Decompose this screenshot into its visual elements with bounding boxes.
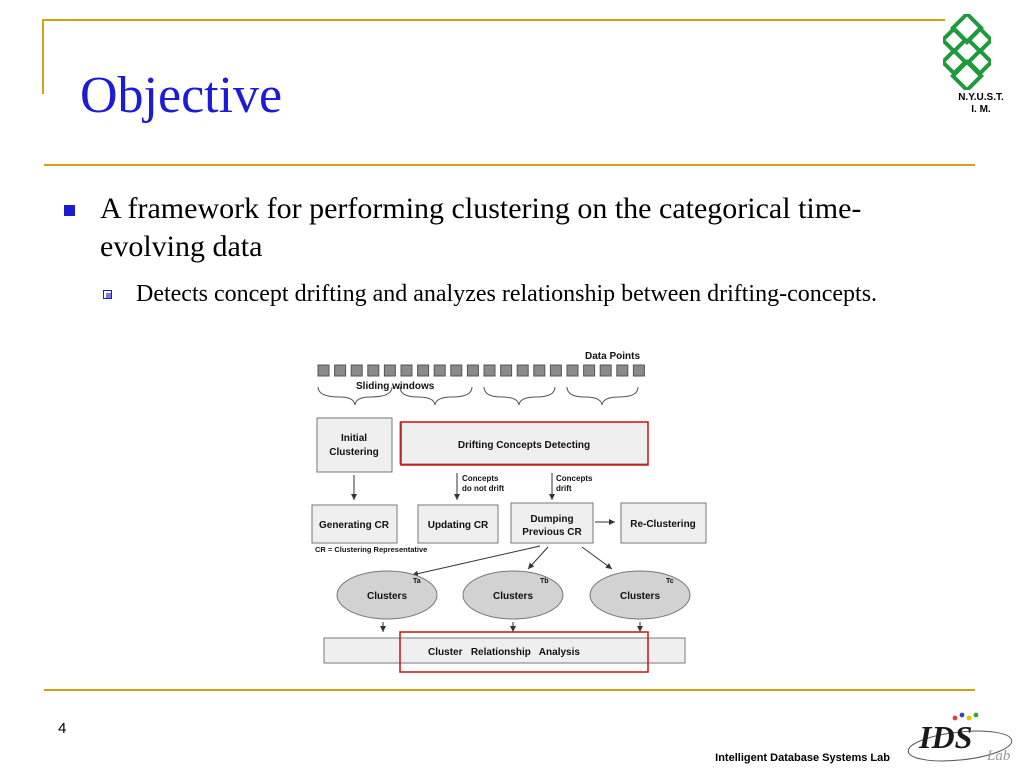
square-bullet-icon [64, 205, 75, 216]
data-point-square [583, 364, 596, 377]
arrow-to-cluster-b [527, 546, 549, 570]
drifting-detecting-label: Drifting Concepts Detecting [458, 440, 590, 451]
data-point-square [400, 364, 413, 377]
arrow-to-cluster-c [581, 546, 613, 570]
data-point-square [483, 364, 496, 377]
dumping-cr-line-2: Previous CR [522, 527, 582, 538]
cluster-b-ellipse [462, 570, 564, 620]
data-point-square [417, 364, 430, 377]
relationship-analysis-highlight [399, 631, 649, 673]
drift-label-2: drift [556, 484, 572, 493]
logo-main-text: IDS [918, 719, 972, 755]
relationship-analysis-label: Cluster Relationship Analysis [428, 647, 580, 658]
sliding-window-braces [317, 386, 639, 406]
university-emblem [943, 14, 991, 90]
initial-clustering-box [316, 417, 393, 473]
slide-title: Objective [80, 67, 283, 124]
cluster-b-tag: Tb [540, 578, 549, 585]
drifting-detecting-highlight [400, 421, 649, 466]
data-point-square [433, 364, 446, 377]
data-point-square [533, 364, 546, 377]
data-point-square [383, 364, 396, 377]
page-number: 4 [58, 720, 67, 737]
ids-lab-logo: IDS Lab [907, 712, 1013, 764]
cluster-c-ellipse [589, 570, 691, 620]
drifting-detecting-box [399, 421, 649, 465]
cluster-c-tag: Tc [666, 578, 674, 585]
initial-clustering-line-2: Clustering [329, 447, 378, 458]
footer-lab-name: Intelligent Database Systems Lab [715, 752, 890, 764]
data-point-square [599, 364, 612, 377]
data-point-square [632, 364, 645, 377]
data-point-square [616, 364, 629, 377]
data-point-square [350, 364, 363, 377]
cluster-b-label: Clusters [493, 591, 533, 602]
generating-cr-label: Generating CR [319, 520, 390, 531]
institution-line-2: I. M. [971, 104, 991, 115]
relationship-analysis-bar [323, 637, 686, 664]
data-point-square [566, 364, 579, 377]
institution-label: N.Y.U.S.T. I. M. [946, 92, 1016, 116]
updating-cr-label: Updating CR [428, 520, 489, 531]
hollow-square-bullet-icon [103, 290, 112, 299]
data-point-square [500, 364, 513, 377]
data-point-square [466, 364, 479, 377]
bullet-1-text: A framework for performing clustering on… [100, 192, 862, 263]
no-drift-label-2: do not drift [462, 484, 505, 493]
arrow-to-cluster-a [411, 545, 541, 577]
data-points-label: Data Points [585, 351, 640, 362]
drift-label-1: Concepts [556, 474, 593, 483]
dumping-cr-line-1: Dumping [530, 514, 573, 525]
logo-sub-text: Lab [986, 748, 1011, 764]
data-points-row [317, 364, 645, 377]
data-point-square [549, 364, 562, 377]
reclustering-box [620, 502, 707, 544]
cluster-c-label: Clusters [620, 591, 660, 602]
institution-line-1: N.Y.U.S.T. [958, 92, 1004, 103]
cluster-a-ellipse [336, 570, 438, 620]
reclustering-label: Re-Clustering [630, 519, 696, 530]
updating-cr-box [417, 504, 499, 544]
dumping-cr-box [510, 502, 594, 544]
sliding-windows-label: Sliding windows [356, 381, 435, 392]
framework-diagram: Data Points Sliding windows Initial Clus… [311, 351, 707, 673]
no-drift-label-1: Concepts [462, 474, 499, 483]
data-point-square [334, 364, 347, 377]
cr-note: CR = Clustering Representative [315, 545, 427, 554]
data-point-square [516, 364, 529, 377]
cluster-a-label: Clusters [367, 591, 407, 602]
data-point-square [367, 364, 380, 377]
cluster-a-tag: Ta [413, 578, 421, 585]
generating-cr-box [311, 504, 398, 544]
data-point-square [317, 364, 330, 377]
data-point-square [450, 364, 463, 377]
sub-bullet-1-text: Detects concept drifting and analyzes re… [136, 281, 878, 307]
initial-clustering-line-1: Initial [341, 433, 367, 444]
